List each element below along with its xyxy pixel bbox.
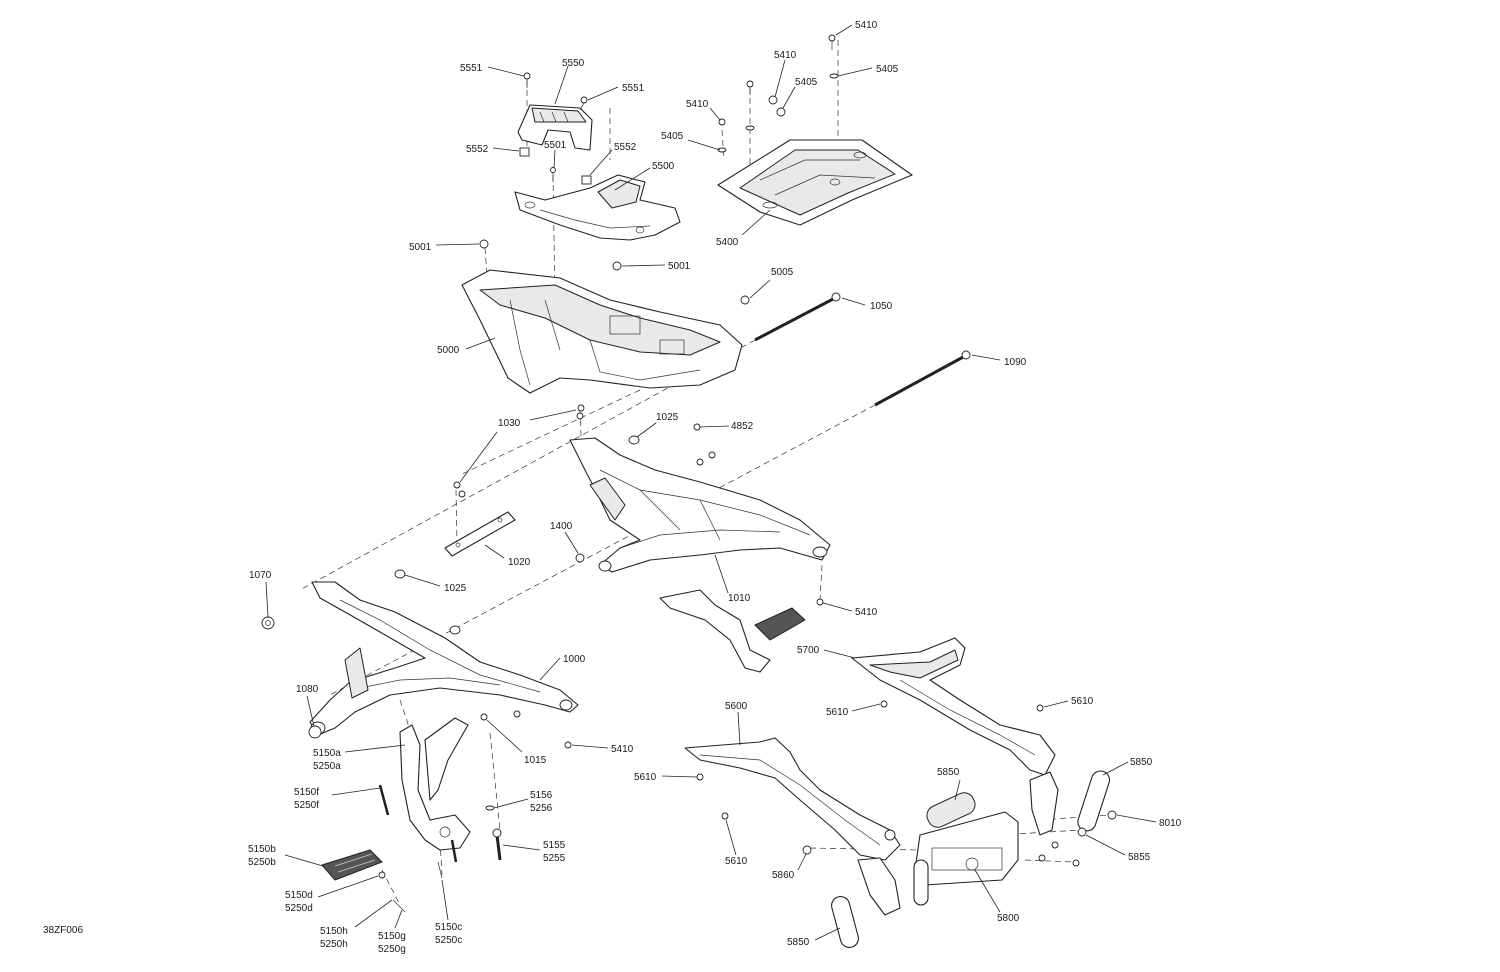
callout-5850: 5850 xyxy=(1130,757,1153,768)
callout-1020: 1020 xyxy=(508,557,531,568)
callout-4852: 4852 xyxy=(731,421,754,432)
callout-5150d: 5150d xyxy=(285,890,313,901)
callout-5552: 5552 xyxy=(614,142,637,153)
callout-5850: 5850 xyxy=(787,937,810,948)
callout-5150a: 5150a xyxy=(313,748,341,759)
part-5150a-front-bracket xyxy=(399,717,471,851)
callout-5001: 5001 xyxy=(668,261,691,272)
part-5000-main-body xyxy=(461,269,743,394)
callout-5855: 5855 xyxy=(1128,852,1151,863)
callout-5405: 5405 xyxy=(876,64,899,75)
callout-5860: 5860 xyxy=(772,870,795,881)
callout-5850: 5850 xyxy=(937,767,960,778)
part-1090-rod xyxy=(874,350,971,407)
part-5550-bracket xyxy=(517,104,593,151)
callout-5255: 5255 xyxy=(543,853,566,864)
callout-1070: 1070 xyxy=(249,570,272,581)
callout-1015: 1015 xyxy=(524,755,547,766)
callout-5250h: 5250h xyxy=(320,939,348,950)
part-1010-rear-frame xyxy=(569,437,831,573)
callout-5552: 5552 xyxy=(466,144,489,155)
callout-1400: 1400 xyxy=(550,521,573,532)
callout-5000: 5000 xyxy=(437,345,460,356)
part-1000-front-frame xyxy=(309,581,579,736)
callout-5250b: 5250b xyxy=(248,857,276,868)
callout-5256: 5256 xyxy=(530,803,553,814)
callout-5410: 5410 xyxy=(855,20,878,31)
callout-1090: 1090 xyxy=(1004,357,1027,368)
hardware xyxy=(261,34,1117,913)
callout-8010: 8010 xyxy=(1159,818,1182,829)
callout-1080: 1080 xyxy=(296,684,319,695)
callout-5551: 5551 xyxy=(460,63,483,74)
callout-5400: 5400 xyxy=(716,237,739,248)
callout-5800: 5800 xyxy=(997,913,1020,924)
callout-5610: 5610 xyxy=(634,772,657,783)
part-5850-trims xyxy=(831,770,1111,948)
callout-5410: 5410 xyxy=(686,99,709,110)
callout-1025: 1025 xyxy=(656,412,679,423)
part-5600-left-rail xyxy=(684,737,901,916)
callout-5610: 5610 xyxy=(725,856,748,867)
callout-5150c: 5150c xyxy=(435,922,462,933)
callout-5150g: 5150g xyxy=(378,931,406,942)
part-5150b-footpeg xyxy=(321,849,383,881)
callout-5405: 5405 xyxy=(795,77,818,88)
callout-5250c: 5250c xyxy=(435,935,462,946)
part-rear-footpeg-assembly xyxy=(659,589,806,673)
callout-5551: 5551 xyxy=(622,83,645,94)
callout-5250a: 5250a xyxy=(313,761,341,772)
part-1020-strap xyxy=(444,511,516,557)
callout-5610: 5610 xyxy=(1071,696,1094,707)
callout-5150f: 5150f xyxy=(294,787,319,798)
callout-5155: 5155 xyxy=(543,840,566,851)
callout-5156: 5156 xyxy=(530,790,553,801)
callout-5610: 5610 xyxy=(826,707,849,718)
callout-5250g: 5250g xyxy=(378,944,406,955)
part-5400-cover-plate xyxy=(717,139,913,226)
callout-5001: 5001 xyxy=(409,242,432,253)
part-5700-right-rail xyxy=(851,637,1059,836)
callout-5250d: 5250d xyxy=(285,903,313,914)
leader-lines xyxy=(265,24,1157,941)
callout-1000: 1000 xyxy=(563,654,586,665)
callout-labels: 5410 5405 5410 5405 5410 5405 5400 5551 … xyxy=(248,20,1182,955)
callout-5600: 5600 xyxy=(725,701,748,712)
drawing-reference: 38ZF006 xyxy=(43,925,83,936)
callout-5410: 5410 xyxy=(774,50,797,61)
callout-5501: 5501 xyxy=(544,140,567,151)
part-1050-rod xyxy=(754,292,841,342)
callout-1050: 1050 xyxy=(870,301,893,312)
callout-5550: 5550 xyxy=(562,58,585,69)
callout-5005: 5005 xyxy=(771,267,794,278)
callout-5700: 5700 xyxy=(797,645,820,656)
callout-1025: 1025 xyxy=(444,583,467,594)
callout-1030: 1030 xyxy=(498,418,521,429)
assembly-axes xyxy=(299,40,1111,906)
part-5500-upper-tray xyxy=(514,174,681,241)
callout-5150b: 5150b xyxy=(248,844,276,855)
callout-5410: 5410 xyxy=(611,744,634,755)
callout-5500: 5500 xyxy=(652,161,675,172)
callout-1010: 1010 xyxy=(728,593,751,604)
callout-5150h: 5150h xyxy=(320,926,348,937)
callout-5410: 5410 xyxy=(855,607,878,618)
callout-5405: 5405 xyxy=(661,131,684,142)
callout-5250f: 5250f xyxy=(294,800,319,811)
